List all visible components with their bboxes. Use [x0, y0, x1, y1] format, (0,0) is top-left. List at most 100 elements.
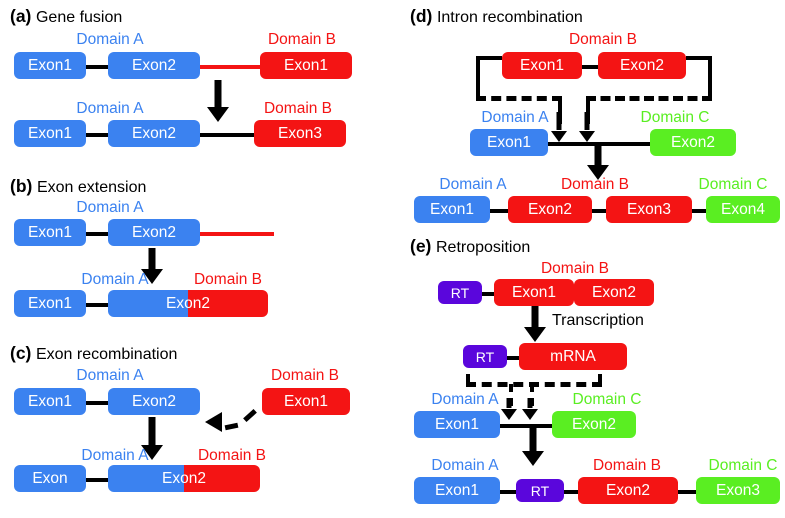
process-arrow [521, 424, 545, 466]
process-arrow [586, 142, 610, 180]
process-arrow [140, 248, 164, 284]
insertion-arrow-right [521, 398, 539, 420]
exon-box: Exon3 [254, 120, 346, 147]
panel-c-row2-caption-domain-b: Domain B [197, 447, 267, 464]
bracket-d-right-stem [708, 56, 712, 98]
exon-box: Exon2 [650, 129, 736, 156]
panel-d-row3-caption-domain-c: Domain C [698, 176, 768, 193]
exon-box: Exon1 [502, 52, 582, 79]
insertion-arrow-left [550, 112, 568, 142]
panel-a-tag: (a) [10, 6, 32, 26]
exon-box: Exon [14, 465, 86, 492]
bracket-d-right-drop [586, 96, 590, 124]
exon-box: Exon2 [552, 411, 636, 438]
exon-box: Exon1 [470, 129, 548, 156]
bracket-e-dash [466, 382, 602, 387]
connector-a-r2-1 [84, 133, 110, 137]
panel-e-row3-caption-domain-c: Domain C [572, 391, 642, 408]
panel-b-title: Exon extension [36, 179, 147, 196]
panel-d-row2-caption-domain-a: Domain A [481, 109, 549, 126]
panel-a-row2-caption-domain-b: Domain B [263, 100, 333, 117]
panel-e-row3-caption-domain-a: Domain A [431, 391, 499, 408]
bracket-d-left-stem [476, 56, 480, 98]
panel-e-row4-caption-domain-b: Domain B [592, 457, 662, 474]
bracket-d-right-dash [586, 96, 712, 101]
exon-box-split: Exon2 [108, 465, 260, 492]
exon-box: Exon2 [108, 388, 200, 415]
exon-box: Exon1 [14, 120, 86, 147]
connector-e-r4-1 [500, 490, 518, 494]
panel-d-row3-caption-domain-a: Domain A [439, 176, 507, 193]
transcription-label: Transcription [552, 312, 644, 329]
exon-box: Exon3 [606, 196, 692, 223]
panel-e-heading: (e) Retroposition [410, 236, 530, 256]
bracket-d-left-drop [558, 96, 562, 124]
exon-box: Exon1 [14, 52, 86, 79]
exon-box: Exon2 [578, 477, 678, 504]
connector-e-r4-2 [562, 490, 580, 494]
process-arrow [140, 417, 164, 460]
exon-box: Exon1 [494, 279, 574, 306]
panel-d-heading: (d) Intron recombination [410, 7, 583, 26]
exon-box: Exon2 [108, 120, 200, 147]
connector-d-r3-1 [488, 209, 510, 213]
panel-b-heading: (b) Exon extension [10, 177, 147, 196]
exon-box: Exon2 [108, 219, 200, 246]
bracket-d-left-dash [476, 96, 562, 101]
exon-box: Exon1 [260, 52, 352, 79]
exon-box-split: Exon2 [108, 290, 268, 317]
exon-box: Exon1 [14, 388, 86, 415]
exon-box: Exon1 [414, 411, 500, 438]
rt-box: RT [438, 281, 482, 304]
panel-c-tag: (c) [10, 343, 32, 363]
rt-box: RT [463, 345, 507, 368]
exon-box: Exon1 [14, 290, 86, 317]
connector-e-r3 [498, 424, 554, 428]
panel-e-tag: (e) [410, 236, 432, 256]
transcription-arrow [523, 306, 547, 342]
mrna-box: mRNA [519, 343, 627, 370]
bracket-e-drop-right [530, 384, 534, 406]
panel-e-row4-caption-domain-a: Domain A [431, 457, 499, 474]
connector-a-r1-red [198, 65, 262, 69]
panel-b-row2-caption-domain-b: Domain B [193, 271, 263, 288]
panel-a-heading: (a) Gene fusion [10, 6, 122, 26]
panel-c-row1-caption-domain-a: Domain A [76, 367, 144, 384]
exon-box: Exon2 [108, 52, 200, 79]
panel-e-row1-caption-domain-b: Domain B [540, 260, 610, 277]
exon-box: Exon1 [262, 388, 350, 415]
bracket-e-left-stem [466, 374, 470, 384]
connector-e-r2-rt [505, 356, 521, 360]
exon-box: Exon4 [706, 196, 780, 223]
recombination-dash-1 [224, 422, 239, 431]
recombination-arrowhead-icon [205, 412, 222, 432]
exon-box: Exon1 [14, 219, 86, 246]
exon-box: Exon3 [696, 477, 780, 504]
connector-e-r4-3 [676, 490, 698, 494]
panel-c-row2-caption-domain-a: Domain A [81, 447, 149, 464]
connector-b-r2-1 [84, 303, 110, 307]
panel-b-row1-caption-domain-a: Domain A [76, 199, 144, 216]
panel-d-row2-caption-domain-c: Domain C [640, 109, 710, 126]
connector-a-r1-1 [84, 65, 110, 69]
panel-d-title: Intron recombination [436, 9, 583, 26]
panel-a-row2-caption-domain-a: Domain A [76, 100, 144, 117]
exon-box: Exon1 [414, 196, 490, 223]
connector-d-r1-1 [580, 65, 600, 69]
bracket-e-right-stem [598, 374, 602, 384]
insertion-arrow-left [500, 398, 518, 420]
connector-b-r1-1 [84, 232, 110, 236]
bracket-d-right-top [686, 56, 712, 60]
connector-c-r2-1 [84, 478, 110, 482]
exon-box: Exon1 [414, 477, 500, 504]
panel-b-row2-caption-domain-a: Domain A [81, 271, 149, 288]
panel-c-title: Exon recombination [35, 346, 178, 363]
exon-box: Exon2 [598, 52, 686, 79]
exon-box: Exon2 [574, 279, 654, 306]
exon-box: Exon2 [508, 196, 592, 223]
panel-d-row3-caption-domain-b: Domain B [560, 176, 630, 193]
panel-e-row4-caption-domain-c: Domain C [708, 457, 778, 474]
connector-b-r1-red [198, 232, 274, 236]
rt-box: RT [516, 479, 564, 502]
panel-d-row1-caption-domain-b: Domain B [568, 31, 638, 48]
